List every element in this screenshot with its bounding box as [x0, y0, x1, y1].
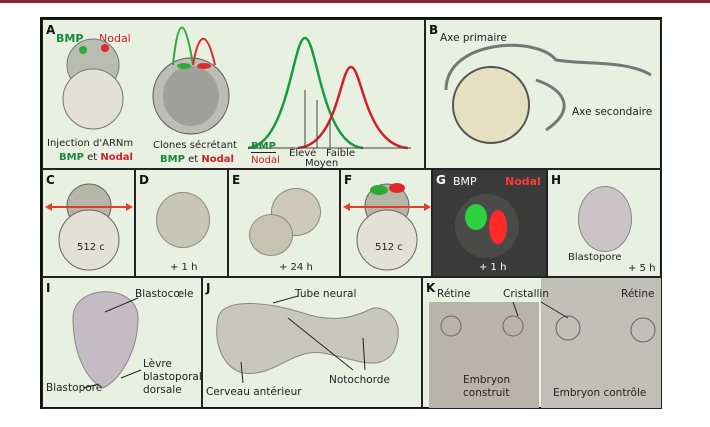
panel-d: D + 1 h	[135, 169, 228, 277]
top-accent-bar	[0, 0, 710, 3]
figure-frame: A BMP Nodal Injection d'ARNm BMP	[40, 17, 662, 409]
panel-b-letter: B	[429, 23, 439, 37]
level-low: Faible	[326, 148, 356, 159]
panel-f-letter: F	[344, 173, 353, 187]
panel-c-cells: 512 c	[77, 242, 105, 253]
nodal-label: Nodal	[99, 32, 131, 45]
caption-injection-bmp: BMP	[59, 152, 84, 163]
panel-a-drawing	[62, 26, 411, 150]
panel-i: I Blastocœle Lèvre blastoporale dorsale …	[42, 277, 202, 409]
panel-d-letter: D	[139, 173, 149, 187]
panel-g-letter: G	[436, 173, 446, 187]
caption-clones-bmp: BMP	[160, 154, 185, 165]
panel-h-blastopore: Blastopore	[568, 252, 622, 263]
panel-i-letter: I	[46, 281, 51, 295]
lip-line1: Lèvre	[143, 358, 172, 370]
blastopore-label: Blastopore	[46, 382, 103, 394]
axis-primary-label: Axe primaire	[440, 32, 507, 44]
panel-d-time: + 1 h	[170, 262, 198, 273]
panel-g: G BMP Nodal + 1 h	[432, 169, 547, 277]
panel-h-time: + 5 h	[628, 263, 656, 274]
panel-b-drawing	[444, 43, 652, 144]
caption-injection-nodal: Nodal	[100, 152, 133, 163]
panel-k: K Rétine Cristallin Rétine Embryon const…	[422, 277, 662, 409]
fluorescent-explant	[455, 194, 519, 258]
built-embryo-line1: Embryon	[463, 374, 511, 386]
panel-g-nodal: Nodal	[505, 175, 541, 188]
forebrain-label: Cerveau antérieur	[206, 386, 302, 398]
panel-j: J Tube neural Cerveau antérieur Notochor…	[202, 277, 422, 409]
panel-c-drawing	[45, 183, 133, 271]
panel-e-letter: E	[232, 173, 241, 187]
panel-i-drawing	[72, 291, 142, 389]
legend-nodal: Nodal	[251, 155, 280, 166]
bmp-clone	[465, 204, 487, 230]
control-embryo-label: Embryon contrôle	[553, 387, 647, 399]
neural-tube-label: Tube neural	[295, 288, 357, 300]
panel-h: H Blastopore + 5 h	[547, 169, 662, 277]
caption-injection-et: et	[87, 152, 98, 163]
caption-clones-et: et	[188, 154, 199, 165]
panel-k-drawing	[429, 278, 661, 408]
panel-g-time: + 1 h	[479, 262, 507, 273]
notochord-label: Notochorde	[329, 374, 390, 386]
embryo-blastopore	[578, 186, 632, 252]
caption-clones-line2: BMP et Nodal	[160, 154, 234, 165]
caption-injection-line2: BMP et Nodal	[59, 152, 133, 163]
caption-injection-line1: Injection d'ARNm	[47, 138, 134, 149]
panel-f-drawing	[343, 183, 431, 271]
panel-j-letter: J	[206, 281, 211, 295]
bmp-label: BMP	[56, 32, 84, 45]
explant-small	[249, 214, 293, 256]
axis-secondary-label: Axe secondaire	[572, 106, 653, 118]
lip-line2: blastoporale	[143, 371, 202, 383]
panel-k-letter: K	[426, 281, 436, 295]
panel-f-cells: 512 c	[375, 242, 403, 253]
panel-e: E + 24 h	[228, 169, 340, 277]
embryo-explant	[156, 192, 210, 248]
panel-c: C 512 c	[42, 169, 135, 277]
caption-clones-line1: Clones sécrétant	[153, 140, 237, 151]
panel-f: F 512 c	[340, 169, 432, 277]
level-mid: Moyen	[305, 158, 339, 169]
panel-e-time: + 24 h	[279, 262, 313, 273]
panel-g-bmp: BMP	[453, 175, 477, 188]
retina-left-label: Rétine	[437, 288, 471, 300]
caption-clones-nodal: Nodal	[201, 154, 234, 165]
built-embryo-line2: construit	[463, 387, 510, 399]
panel-b: B Axe primaire Axe secondaire	[425, 19, 662, 169]
nodal-clone	[489, 210, 507, 244]
level-high: Élevé	[289, 148, 317, 159]
blastocoel-label: Blastocœle	[135, 288, 194, 300]
panel-a: A BMP Nodal Injection d'ARNm BMP	[42, 19, 425, 169]
panel-j-drawing	[216, 295, 399, 384]
panel-a-letter: A	[46, 23, 56, 37]
panel-c-letter: C	[46, 173, 55, 187]
lip-line3: dorsale	[143, 384, 182, 396]
panel-h-letter: H	[551, 173, 562, 187]
retina-right-label: Rétine	[621, 288, 655, 300]
lens-label: Cristallin	[503, 288, 549, 300]
legend-bmp: BMP	[251, 141, 276, 153]
